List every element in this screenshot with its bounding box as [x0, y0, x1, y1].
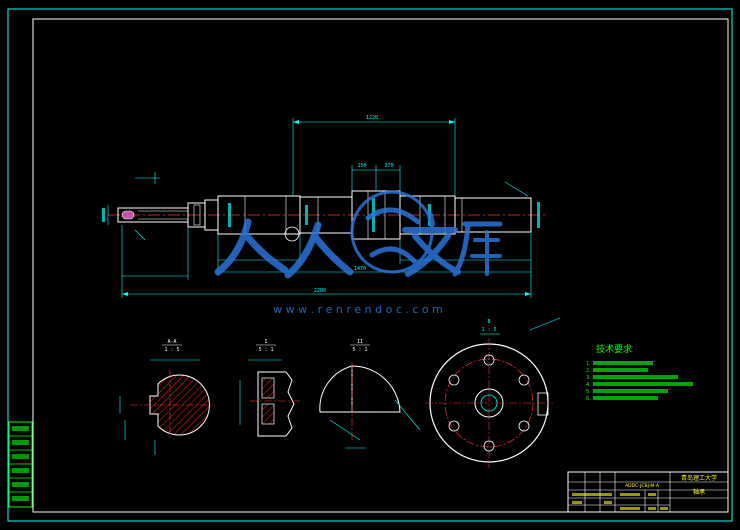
- dim-bearing-span-upper: 1220: [366, 115, 378, 121]
- dim-overall-length: 2280: [314, 288, 326, 294]
- section-a-scale: 1 : 5: [164, 347, 179, 353]
- side-revision-table: [8, 421, 33, 508]
- tech-requirements-title: 技术要求: [596, 343, 632, 355]
- watermark-url: w w w . r e n r e n d o c . c o m: [273, 303, 443, 316]
- title-part-name: 轴承: [693, 488, 705, 496]
- section-ii-scale: 5 : 1: [352, 347, 367, 353]
- watermark-logo: w w w . r e n r e n d o c . c o m: [214, 190, 503, 316]
- tech-item-1: 1.: [586, 361, 591, 367]
- main-shaft-view: 2280 1470 1220 150 370: [102, 115, 545, 298]
- title-school: 青岛理工大学: [681, 474, 717, 482]
- tech-requirements: 技术要求 1. 2. 3. 4. 5. 6.: [586, 343, 693, 402]
- tech-item-6: 6.: [586, 396, 591, 402]
- dim-center-gap-left: 150: [357, 163, 366, 169]
- dim-bearing-span: 1470: [354, 266, 366, 272]
- drawing-frame: [7, 8, 733, 522]
- section-ii-detail: II 5 : 1: [319, 339, 421, 449]
- tech-item-3: 3.: [586, 375, 591, 381]
- title-block: 青岛理工大学 轴承 ADDC-JCBJ-M-A: [567, 471, 729, 513]
- dim-center-gap-right: 370: [384, 163, 393, 169]
- tech-item-4: 4.: [586, 382, 591, 388]
- section-i-detail: I 5 : 1: [239, 339, 300, 437]
- title-drawing-no: ADDC-JCBJ-M-A: [625, 483, 660, 489]
- section-i-label: I: [264, 339, 267, 345]
- view-b-scale: 1 : 5: [481, 327, 496, 333]
- view-b-label: B: [487, 319, 490, 325]
- section-i-scale: 5 : 1: [258, 347, 273, 353]
- tech-item-5: 5.: [586, 389, 591, 395]
- tech-item-2: 2.: [586, 368, 591, 374]
- section-a-a: A-A 1 : 5: [119, 339, 215, 455]
- view-b-flange: B 1 : 5: [425, 317, 561, 468]
- section-a-label: A-A: [167, 339, 176, 345]
- section-ii-label: II: [357, 339, 363, 345]
